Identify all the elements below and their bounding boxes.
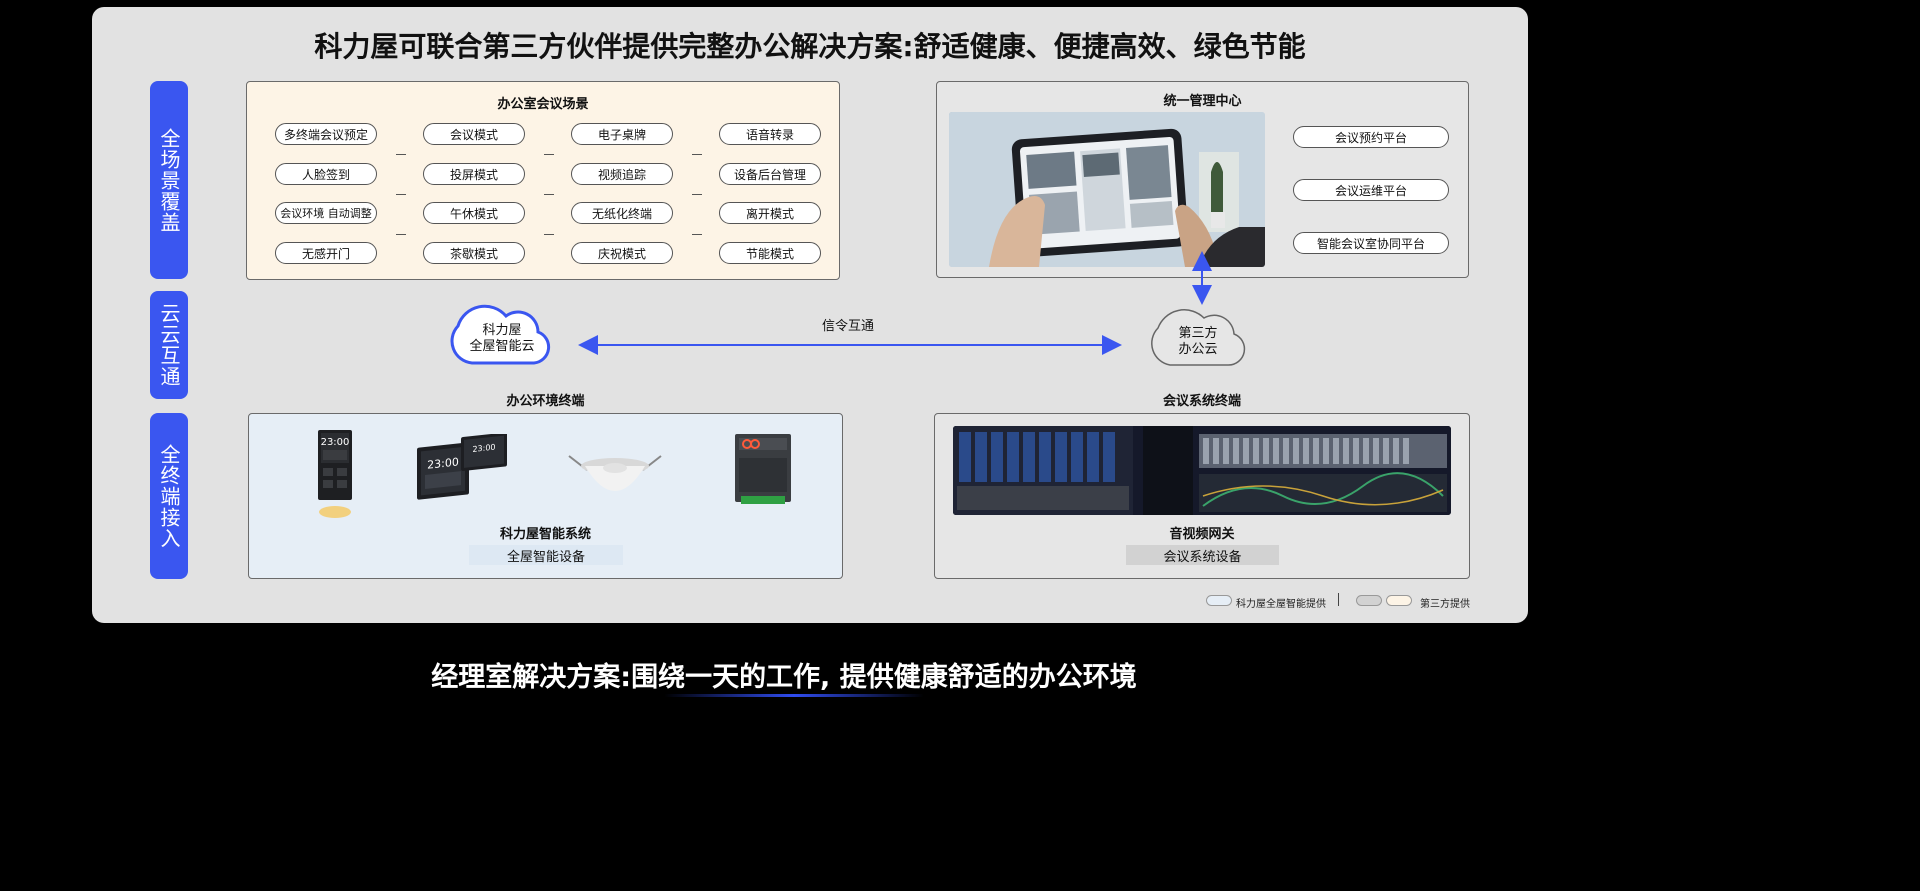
connector-layer (450, 251, 1246, 366)
legend-swatch-third-party-cream (1386, 595, 1412, 606)
server-rack-photo (953, 426, 1451, 515)
scene-item: 午休模式 (423, 202, 525, 224)
kelivo-system-label: 科力屋智能系统 (499, 527, 591, 542)
side-tab-label: 全终端接入 (157, 443, 181, 549)
touch-panel-time-1: 23:00 (427, 455, 459, 471)
platform-item: 智能会议室协同平台 (1293, 232, 1449, 254)
office-terminal-box: 23:00 23:00 23:00 (248, 413, 843, 579)
side-tab-full-scene: 全场景覆盖 (150, 81, 188, 279)
cloud-label-line: 第三方 (1178, 326, 1218, 341)
legend-swatch-third-party-gray (1356, 595, 1382, 606)
office-meeting-scene-box: 办公室会议场景 多终端会议预定 人脸签到 会议环境 自动调整 无感开门 会议模式… (246, 81, 840, 280)
wall-panel-time: 23:00 (321, 437, 350, 448)
scene-item: 会议模式 (423, 123, 525, 145)
legend-label-third-party: 第三方提供 (1420, 599, 1470, 610)
meeting-terminal-box: 音视频网关 会议系统设备 (934, 413, 1470, 579)
legend-swatch-kelivo (1206, 595, 1232, 606)
side-tab-all-terminal: 全终端接入 (150, 413, 188, 579)
signal-link-label: 信令互通 (821, 319, 874, 334)
scene-item: 无感开门 (275, 242, 377, 264)
side-tab-label: 云云互通 (157, 303, 181, 387)
scene-item: 庆祝模式 (571, 242, 673, 264)
separator-dash (692, 234, 702, 235)
scene-item: 节能模式 (719, 242, 821, 264)
platform-item: 会议运维平台 (1293, 179, 1449, 201)
main-title: 科力屋可联合第三方伙伴提供完整办公解决方案:舒适健康、便捷高效、绿色节能 (314, 30, 1306, 63)
separator-dash (544, 234, 554, 235)
cloud-label-line: 办公云 (1178, 342, 1218, 357)
wall-panel-device: 23:00 (318, 430, 352, 518)
separator-dash (544, 154, 554, 155)
scene-item: 无纸化终端 (571, 202, 673, 224)
scene-item: 茶歇模式 (423, 242, 525, 264)
scene-item: 人脸签到 (275, 163, 377, 185)
scene-item: 会议环境 自动调整 (275, 202, 377, 224)
platform-item: 会议预约平台 (1293, 126, 1449, 148)
ceiling-sensor-device (568, 455, 662, 491)
separator-dash (396, 234, 406, 235)
separator-dash (692, 194, 702, 195)
side-tab-label: 全场景覆盖 (157, 127, 181, 233)
management-center-box: 统一管理中心 (936, 81, 1469, 278)
legend-divider (1338, 593, 1339, 606)
cloud-label-line: 全屋智能云 (469, 339, 535, 354)
scene-item: 电子桌牌 (571, 123, 673, 145)
scene-box-title: 办公室会议场景 (497, 97, 589, 112)
kelivo-cloud-label: 科力屋 全屋智能云 (454, 323, 550, 355)
separator-dash (396, 194, 406, 195)
side-tab-cloud-interop: 云云互通 (150, 291, 188, 399)
meeting-device-tag: 会议系统设备 (1126, 545, 1279, 565)
third-party-cloud-shape (1151, 309, 1246, 366)
footer-underline (664, 694, 924, 697)
scene-item: 设备后台管理 (719, 163, 821, 185)
tablet-photo (949, 112, 1265, 267)
office-terminal-heading: 办公环境终端 (506, 394, 585, 409)
controller-module-device (735, 434, 791, 504)
solution-panel: 科力屋可联合第三方伙伴提供完整办公解决方案:舒适健康、便捷高效、绿色节能 全场景… (92, 7, 1528, 623)
kelivo-cloud-shape (450, 304, 551, 365)
separator-dash (692, 154, 702, 155)
scene-item: 语音转录 (719, 123, 821, 145)
legend-label-kelivo: 科力屋全屋智能提供 (1236, 599, 1326, 610)
separator-dash (544, 194, 554, 195)
av-gateway-label: 音视频网关 (1169, 527, 1235, 542)
scene-item: 投屏模式 (423, 163, 525, 185)
footer-title: 经理室解决方案:围绕一天的工作, 提供健康舒适的办公环境 (431, 662, 1137, 693)
meeting-terminal-heading: 会议系统终端 (1162, 394, 1241, 409)
management-center-title: 统一管理中心 (1163, 94, 1242, 109)
scene-item: 离开模式 (719, 202, 821, 224)
kelivo-device-tag: 全屋智能设备 (469, 545, 623, 565)
touch-panels-device: 23:00 23:00 (417, 434, 507, 500)
cloud-label-line: 科力屋 (482, 323, 522, 338)
separator-dash (396, 154, 406, 155)
third-party-cloud-label: 第三方 办公云 (1150, 326, 1246, 358)
scene-item: 视频追踪 (571, 163, 673, 185)
touch-panel-time-2: 23:00 (472, 443, 495, 454)
scene-item: 多终端会议预定 (275, 123, 377, 145)
